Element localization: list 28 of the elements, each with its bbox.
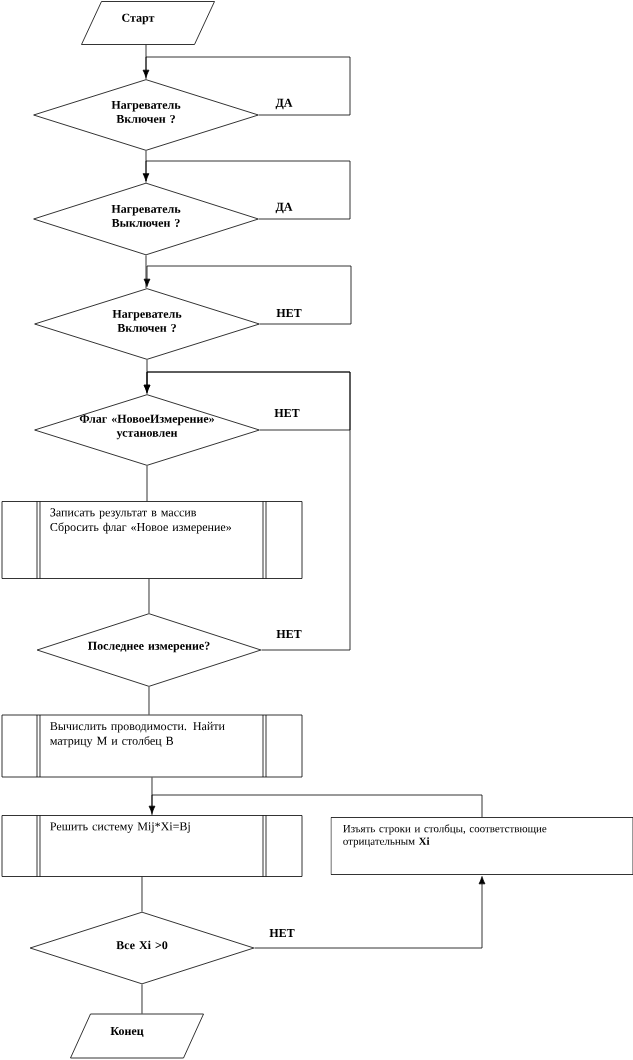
connector-line <box>148 686 150 715</box>
process-box: Записать результат в массив Сбросить флаг «Новое измерение» <box>1 501 303 579</box>
edge-label: НЕТ <box>275 307 303 319</box>
connector-line <box>141 876 143 912</box>
process-box: Изъять строки и столбцы, соответствющие отрицательным Xi <box>330 817 633 875</box>
connector-line <box>145 44 147 80</box>
arrow <box>142 56 351 116</box>
edge-label: ДА <box>274 201 294 215</box>
edge-label: НЕТ <box>268 927 296 939</box>
arrow <box>148 794 483 818</box>
process-box: Вычислить проводимости. Найти матрицу M и столбец B <box>1 714 303 778</box>
terminal-parallelogram: Старт <box>81 1 215 45</box>
edge-label: НЕТ <box>273 407 301 419</box>
arrow <box>143 265 352 325</box>
connector-line <box>146 359 148 395</box>
terminal-parallelogram: Конец <box>70 1013 204 1059</box>
edge-label: НЕТ <box>275 628 303 640</box>
arrow <box>142 160 351 220</box>
connector-line <box>141 984 143 1014</box>
edge-label: ДА <box>274 97 294 111</box>
process-box: Решить систему Mij*Xi=Bj <box>1 815 303 877</box>
connector-line <box>145 255 147 289</box>
arrow <box>254 876 486 949</box>
connector-line <box>145 150 147 183</box>
connector-line <box>148 578 150 614</box>
arrow <box>143 371 351 651</box>
connector-line <box>151 777 153 816</box>
connector-line <box>146 465 148 502</box>
